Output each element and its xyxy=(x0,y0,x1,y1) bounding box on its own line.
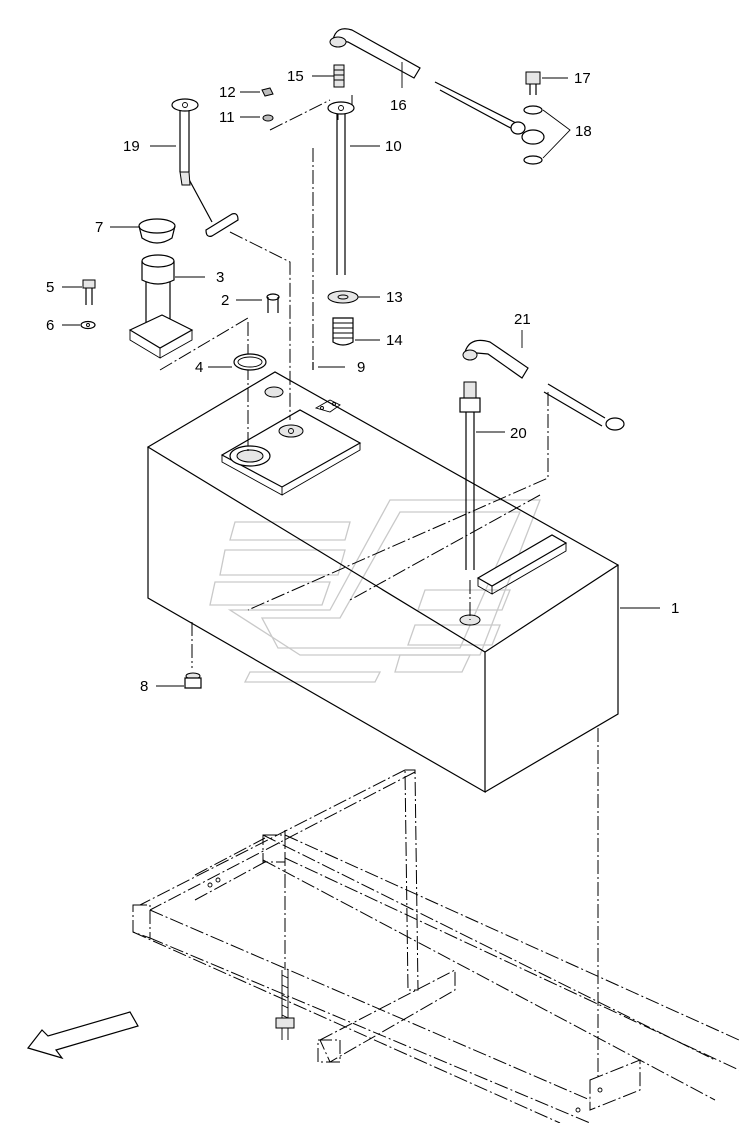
part-label-18: 18 xyxy=(575,123,592,140)
chassis-frame xyxy=(132,769,739,1123)
nut-and-washer xyxy=(261,87,274,122)
part-label-13: 13 xyxy=(386,289,403,306)
filler-cap xyxy=(138,218,176,244)
filler-neck xyxy=(128,254,194,359)
part-label-12: 12 xyxy=(219,84,236,101)
part-label-21: 21 xyxy=(514,311,531,328)
sender-unit xyxy=(171,98,239,237)
part-label-20: 20 xyxy=(510,425,527,442)
return-hose xyxy=(329,28,421,79)
part-label-17: 17 xyxy=(574,70,591,87)
bolt-and-washer xyxy=(80,279,96,330)
leader-lines xyxy=(62,62,660,687)
part-label-3: 3 xyxy=(216,269,224,286)
part-label-4: 4 xyxy=(195,359,203,376)
forward-direction-arrow xyxy=(26,1011,139,1060)
projection-lines xyxy=(159,95,599,1080)
part-label-11: 11 xyxy=(219,109,235,126)
part-label-7: 7 xyxy=(95,219,103,236)
gasket xyxy=(233,353,267,371)
part-label-1: 1 xyxy=(671,600,679,617)
part-label-9: 9 xyxy=(357,359,365,376)
part-label-19: 19 xyxy=(123,138,140,155)
fuel-tank xyxy=(146,371,620,794)
suction-pipe-assembly xyxy=(327,64,359,346)
part-label-2: 2 xyxy=(221,292,229,309)
watermark-logo xyxy=(209,499,541,683)
part-label-5: 5 xyxy=(46,279,54,296)
part-label-8: 8 xyxy=(140,678,148,695)
screw xyxy=(266,293,280,313)
vent-pipe-assembly xyxy=(459,339,625,570)
part-label-16: 16 xyxy=(390,97,407,114)
part-labels: 1 2 3 4 5 6 7 8 9 10 11 12 13 14 15 16 1… xyxy=(46,68,679,695)
part-label-10: 10 xyxy=(385,138,402,155)
part-label-15: 15 xyxy=(287,68,304,85)
part-label-14: 14 xyxy=(386,332,403,349)
drain-plug xyxy=(184,672,202,689)
part-label-6: 6 xyxy=(46,317,54,334)
banjo-fitting xyxy=(434,71,545,165)
